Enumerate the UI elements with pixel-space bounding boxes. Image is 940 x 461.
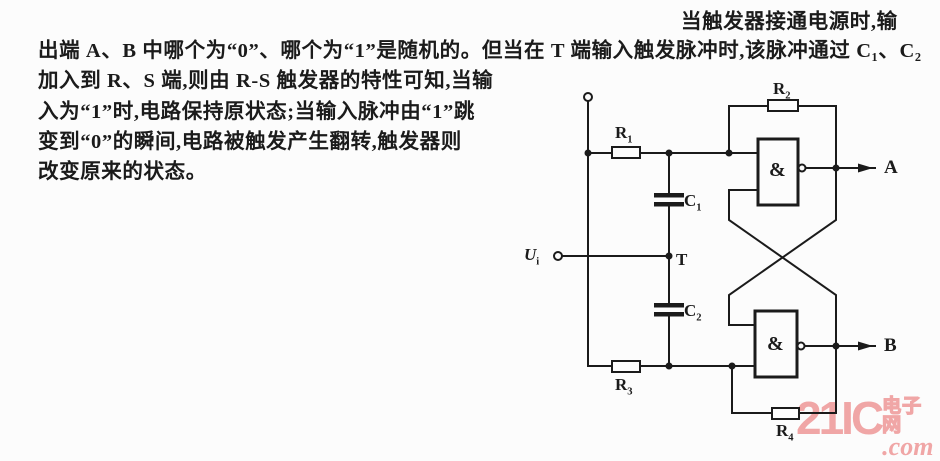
label-ui: Ui — [524, 245, 539, 267]
junction-dot-t — [665, 252, 673, 260]
supply-rail-wire — [587, 101, 612, 367]
label-c2-sub: 2 — [696, 312, 702, 324]
label-r2-sub: 2 — [785, 90, 791, 102]
label-r1-base: R — [615, 123, 628, 142]
input-ui-terminal — [553, 251, 563, 261]
paragraph-line-4: 入为“1”时,电路保持原状态;当输入脉冲由“1”跳 — [38, 101, 475, 123]
label-c1-sub: 1 — [696, 202, 702, 214]
resistor-r4-body — [771, 407, 800, 420]
r4-feedback-wire — [731, 346, 837, 414]
label-r4: R4 — [776, 421, 794, 443]
capacitor-c1-top-plate — [654, 193, 684, 198]
label-t-node: T — [676, 250, 688, 269]
junction-dot-output-a — [832, 164, 840, 172]
label-r3-sub: 3 — [627, 386, 633, 398]
junction-dot — [665, 362, 673, 370]
junction-dot — [584, 149, 592, 157]
cross-wire-a-to-b — [728, 168, 837, 326]
junction-dot — [665, 149, 673, 157]
output-a-arrowhead — [858, 163, 873, 173]
junction-dot-output-b — [832, 342, 840, 350]
label-output-b: B — [884, 335, 897, 356]
gate-b-and-symbol: & — [767, 333, 784, 355]
supply-terminal — [583, 92, 593, 102]
gate-a-and-symbol: & — [769, 159, 786, 181]
label-output-a: A — [884, 157, 898, 178]
capacitor-c2-top-plate — [654, 303, 684, 308]
paragraph-line-2: 出端 A、B 中哪个为“0”、哪个为“1”是随机的。但当在 T 端输入触发脉冲时… — [38, 40, 922, 62]
label-c1: C1 — [684, 191, 702, 213]
paragraph-line-1: 当触发器接通电源时,输 — [681, 11, 898, 33]
resistor-r2-body — [767, 99, 799, 112]
label-r3: R3 — [615, 375, 633, 397]
label-r2: R2 — [773, 79, 791, 101]
junction-dot — [728, 362, 736, 370]
watermark-site-name: 电子网 — [882, 396, 923, 436]
watermark-brand: 21IC — [796, 392, 884, 444]
label-c1-base: C — [684, 191, 697, 210]
cross-wire-b-to-a — [728, 189, 837, 346]
capacitor-c1-bottom-plate — [654, 202, 684, 207]
paragraph-line-5: 变到“0”的瞬间,电路被触发产生翻转,触发器则 — [38, 131, 462, 153]
label-c2-base: C — [684, 301, 697, 320]
label-r1: R1 — [615, 123, 633, 145]
resistor-r1-body — [611, 146, 641, 159]
inversion-bubble-b — [796, 341, 806, 351]
label-r1-sub: 1 — [627, 134, 633, 146]
circuit-diagram — [553, 92, 876, 420]
label-r2-base: R — [773, 79, 786, 98]
label-r4-sub: 4 — [788, 432, 794, 444]
inversion-bubble-a — [797, 163, 807, 173]
label-ui-base: U — [524, 245, 537, 264]
r2-feedback-wire — [728, 105, 837, 168]
nand-gate-b-body — [753, 309, 799, 379]
label-r4-base: R — [776, 421, 789, 440]
paragraph-line-3: 加入到 R、S 端,则由 R-S 触发器的特性可知,当输 — [38, 70, 494, 92]
output-b-arrowhead — [858, 341, 873, 351]
nand-gate-a-body — [756, 137, 800, 207]
label-ui-sub: i — [536, 256, 540, 268]
label-c2: C2 — [684, 301, 702, 323]
capacitor-c2-bottom-plate — [654, 312, 684, 317]
scanned-page: { "page": { "bg": "#fcfcfc", "ink": "#1b… — [38, 11, 934, 460]
junction-dot — [725, 149, 733, 157]
label-r3-base: R — [615, 375, 628, 394]
resistor-r3-body — [611, 360, 641, 373]
paragraph-line-6: 改变原来的状态。 — [38, 161, 207, 183]
